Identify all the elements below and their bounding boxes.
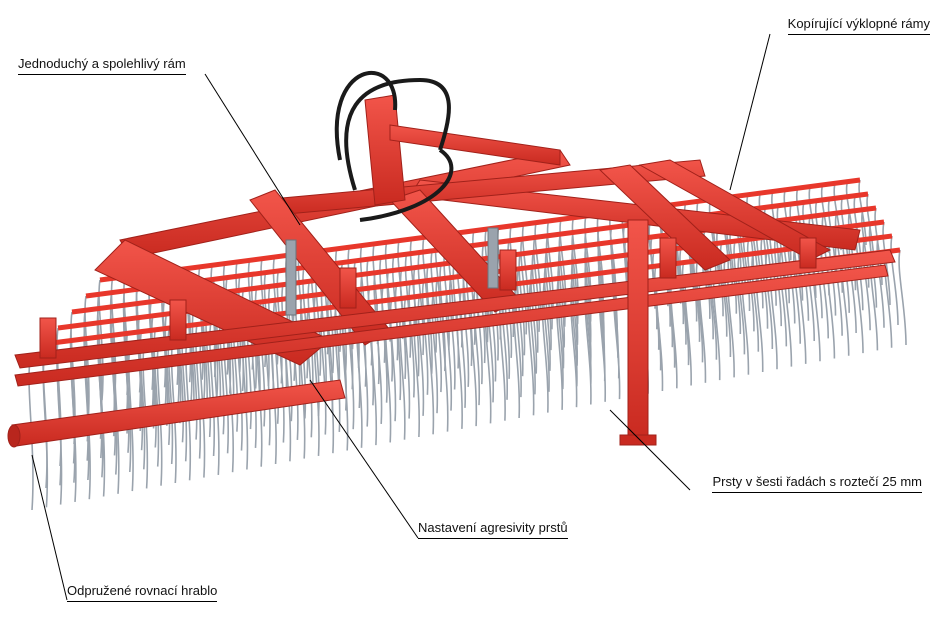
hose [344,77,451,191]
tine [898,249,907,346]
callout-aggressiveness: Nastavení agresivity prstů [418,520,568,539]
callout-frame: Jednoduchý a spolehlivý rám [18,56,186,75]
tine [98,279,104,401]
leader-line-frame [204,73,301,226]
tine [792,248,802,344]
bracket [39,317,57,359]
tine [514,283,522,398]
tine [681,262,690,366]
bracket [169,299,187,341]
frame-arm-4 [598,164,731,271]
leader-line-tilt [729,33,771,191]
hose [359,148,454,222]
tine [431,294,439,414]
callout-tilting-frames: Kopírující výklopné rámy [787,16,930,35]
tine [399,312,406,440]
tine [520,238,528,335]
tine [417,296,425,416]
adjust-post [487,227,499,289]
tine [123,276,129,395]
bracket [499,249,517,291]
tine [164,313,171,445]
leader-line-aggr [309,379,419,539]
tine [199,338,206,478]
tine [170,341,177,484]
tine [389,299,397,422]
cross-beam-2 [14,264,889,387]
leader-line-tines [609,409,691,491]
roller-end [7,424,21,448]
leader-lines [31,33,771,601]
tine [403,297,411,419]
bracket [799,237,817,269]
tine [779,250,788,347]
tine [56,327,62,467]
cross-beam-1 [14,249,896,369]
leader-line-harrow [31,454,68,601]
callout-leveling-harrow: Odpružené rovnací hrablo [67,583,218,602]
bracket [659,237,677,279]
tine [723,257,732,358]
hitch-top-link [389,124,561,166]
tine [156,343,163,486]
adjust-post [285,239,297,316]
callout-tines: Prsty v šesti řadách s roztečí 25 mm [712,474,922,493]
hitch-mast [364,94,406,206]
tine [695,260,704,363]
tine [890,235,899,326]
tine [242,332,249,470]
tine [191,310,198,440]
main-frame [7,94,896,448]
support-foot [619,434,657,446]
hose [334,71,398,161]
frame-arm-5 [638,159,832,261]
tine [302,267,309,379]
hydraulic-hoses [334,71,454,222]
tine [556,278,564,390]
tine [185,340,192,481]
tine [473,288,481,406]
bracket [339,267,357,309]
tine [737,255,746,355]
tine [542,280,550,392]
support-leg [627,219,649,441]
tine [528,281,536,395]
tine [110,278,117,398]
tine [751,253,760,352]
tine [716,228,724,317]
